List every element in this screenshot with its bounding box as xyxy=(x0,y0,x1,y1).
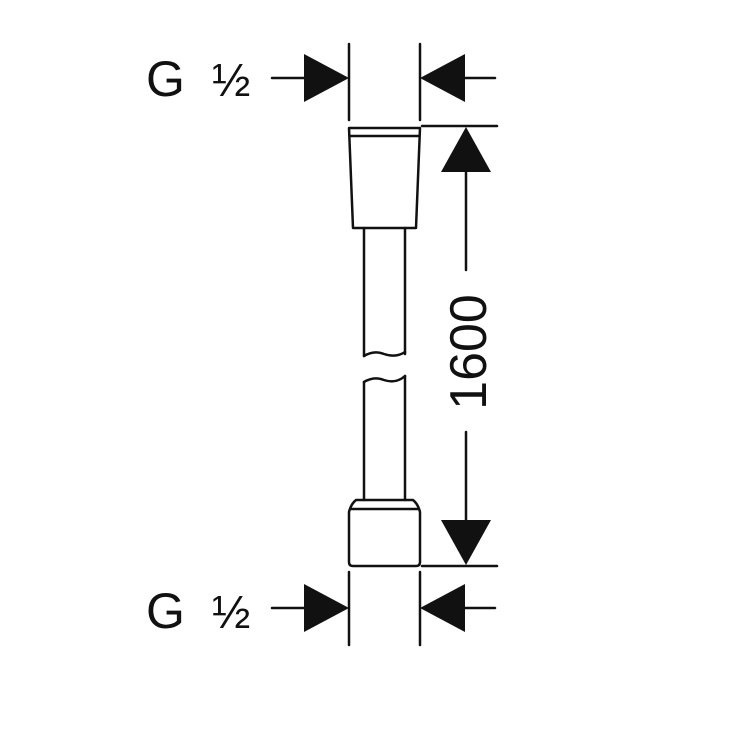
top-arrow-left xyxy=(304,54,349,102)
hose-lower-section xyxy=(362,374,407,502)
bottom-thread-label: G xyxy=(146,583,185,639)
bottom-size-label: ½ xyxy=(212,586,250,638)
bottom-arrow-left xyxy=(304,584,349,632)
top-size-label: ½ xyxy=(212,54,250,106)
top-arrow-right xyxy=(420,54,465,102)
length-dimension-label: 1600 xyxy=(440,294,498,410)
hose-break-upper xyxy=(362,350,407,358)
hose-break-lower xyxy=(362,374,407,384)
hose-upper-section xyxy=(362,226,407,358)
top-fitting xyxy=(347,126,422,230)
length-arrow-up xyxy=(441,127,491,172)
length-arrow-down xyxy=(441,520,491,565)
bottom-arrow-right xyxy=(420,584,465,632)
top-thread-label: G xyxy=(146,51,185,107)
